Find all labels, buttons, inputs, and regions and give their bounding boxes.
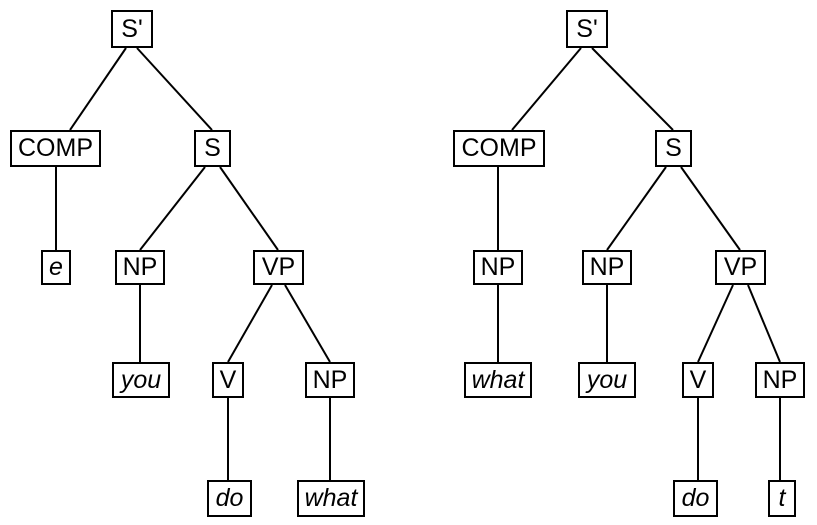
tree-node-l_np2: NP [305, 362, 355, 398]
tree-node-r_v: V [682, 362, 714, 398]
tree-node-label: NP [762, 365, 798, 394]
tree-node-l_v: V [212, 362, 244, 398]
tree-node-label: VP [261, 253, 296, 281]
tree-node-r_vp: VP [715, 250, 766, 285]
tree-node-label: V [689, 365, 707, 394]
tree-node-l_comp: COMP [10, 130, 101, 167]
tree-node-label: NP [312, 365, 348, 394]
tree-node-label: VP [723, 253, 758, 281]
tree-node-r_np0: NP [473, 250, 523, 285]
tree-node-l_sbar: S' [111, 10, 153, 48]
tree-node-r_comp: COMP [453, 130, 545, 167]
tree-node-r_you: you [578, 362, 636, 398]
tree-edge-r_vp-to-r_np2 [747, 284, 781, 363]
tree-node-label: what [471, 365, 525, 394]
tree-node-l_vp: VP [253, 250, 304, 285]
tree-node-label: you [120, 365, 162, 394]
tree-node-label: V [219, 365, 237, 394]
tree-edge-l_s-to-l_np1 [139, 166, 206, 251]
tree-node-label: you [586, 365, 628, 394]
tree-edge-r_s-to-r_vp [680, 166, 741, 251]
tree-node-l_what: what [297, 480, 365, 517]
tree-node-label: S [665, 134, 682, 162]
tree-node-r_np2: NP [755, 362, 805, 398]
tree-node-l_do: do [207, 480, 252, 517]
tree-edge-r_sbar-to-r_s [591, 47, 674, 131]
tree-node-l_s: S [194, 130, 231, 167]
edges-group [55, 47, 781, 480]
tree-node-l_e: e [41, 250, 71, 285]
tree-node-label: do [681, 484, 710, 512]
tree-edge-r_sbar-to-r_comp [511, 47, 582, 131]
tree-node-r_do: do [673, 480, 718, 517]
tree-node-label: NP [480, 253, 516, 281]
tree-node-label: NP [589, 253, 625, 281]
tree-node-label: what [304, 484, 358, 512]
tree-node-label: do [215, 484, 244, 512]
tree-node-label: COMP [18, 134, 93, 162]
tree-edge-l_s-to-l_vp [219, 166, 279, 251]
tree-node-label: S' [121, 14, 143, 43]
tree-node-l_np1: NP [115, 250, 165, 285]
tree-node-r_np1: NP [582, 250, 632, 285]
tree-edge-r_s-to-r_np1 [606, 166, 667, 251]
tree-node-label: e [49, 253, 63, 281]
tree-node-label: S' [576, 14, 598, 43]
tree-node-r_s: S [655, 130, 692, 167]
tree-edge-l_vp-to-l_v [227, 284, 273, 363]
tree-node-r_what: what [464, 362, 532, 398]
tree-edge-l_sbar-to-l_comp [69, 47, 127, 131]
tree-node-label: S [204, 134, 221, 162]
tree-edge-r_vp-to-r_v [697, 284, 734, 363]
tree-edge-l_vp-to-l_np2 [284, 284, 331, 363]
tree-node-l_you: you [112, 362, 170, 398]
tree-node-label: COMP [461, 134, 537, 162]
tree-edge-l_sbar-to-l_s [136, 47, 213, 131]
tree-node-r_sbar: S' [566, 10, 608, 48]
tree-node-label: t [778, 484, 786, 512]
tree-node-r_t: t [768, 480, 796, 517]
tree-node-label: NP [122, 253, 158, 281]
